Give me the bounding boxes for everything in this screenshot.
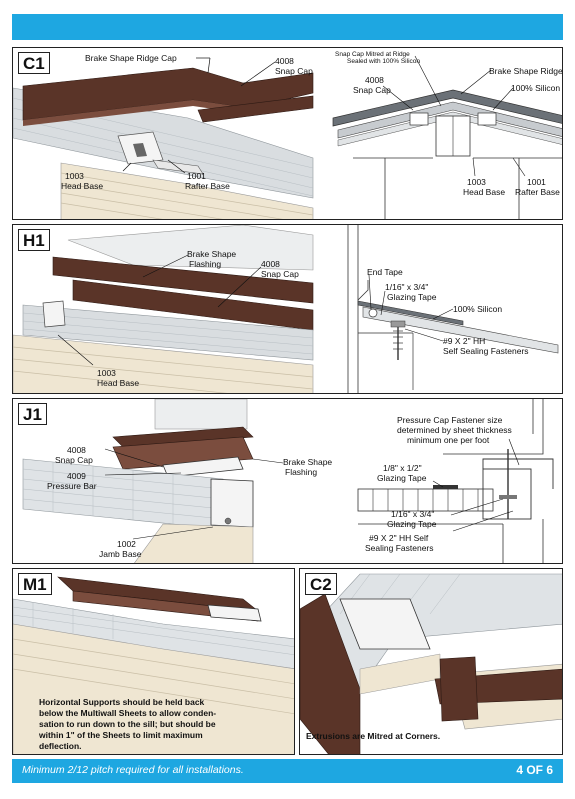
rafter-base-label: Rafter Base: [185, 181, 230, 191]
jamb-base: [210, 478, 254, 528]
m1-note: Horizontal Supports should be held back …: [39, 697, 239, 752]
tape-half-label: Glazing Tape: [377, 473, 427, 483]
footer-note: Minimum 2/12 pitch required for all inst…: [22, 764, 244, 776]
top-accent-bar: [12, 14, 563, 40]
jamb-base-code: 1002: [117, 539, 136, 549]
snap-cap-code: 4008: [275, 56, 294, 66]
panel-h1: H1: [12, 224, 563, 394]
panel-tag: C2: [305, 573, 337, 595]
c2-note: Extrusions are Mitred at Corners.: [306, 731, 441, 741]
m1-note-line1: Horizontal Supports should be held back: [39, 697, 205, 707]
siding-wall: [60, 162, 314, 219]
multiwall-sheet: [13, 598, 294, 670]
panel-c2: C2 Extrusions are Mitred at Corners.: [299, 568, 563, 755]
multiwall-sheet: [22, 304, 314, 361]
head-section-detail: [347, 225, 559, 393]
m1-note-line3: sation to run down to the sill; but shou…: [39, 719, 216, 729]
ridge-cap-label: Brake Shape Ridge Cap: [85, 53, 177, 63]
ridge-section-detail: [332, 89, 562, 219]
snap-cap-label: Snap Cap: [275, 66, 313, 76]
head-base-label: Head Base: [61, 181, 104, 191]
detail-ridge-cap-label: Brake Shape Ridge Cap: [489, 66, 563, 76]
detail-rafter-base-code: 1001: [527, 177, 546, 187]
pressure-bar-code: 4009: [67, 471, 86, 481]
end-tape-label: End Tape: [367, 267, 403, 277]
fastener-label: Self Sealing Fasteners: [443, 346, 529, 356]
detail-head-base-label: Head Base: [463, 187, 506, 197]
wall-board: [154, 399, 248, 430]
panel-c1: C1: [12, 47, 563, 220]
detail-rafter-base-label: Rafter Base: [515, 187, 560, 197]
m1-note-line2: below the Multiwall Sheets to allow cond…: [39, 708, 217, 718]
wall-board: [67, 225, 314, 271]
panel-tag: M1: [18, 573, 52, 595]
jamb-base-label: Jamb Base: [99, 549, 142, 559]
detail-snap-cap-label: Snap Cap: [353, 85, 391, 95]
page-number: 4 OF 6: [516, 763, 553, 777]
jamb-section-detail: [357, 399, 554, 563]
panel-m1: M1 Horizontal Supports should be held ba…: [12, 568, 295, 755]
head-base-label: Head Base: [97, 378, 140, 388]
horizontal-support: [13, 623, 294, 754]
snap-cap: [162, 456, 244, 478]
fastener-size: #9 X 2" HH: [443, 336, 486, 346]
head-base-code: 1003: [65, 171, 84, 181]
tape-three-label: Glazing Tape: [387, 519, 437, 529]
corner-illustration: [300, 573, 562, 754]
jamb-illustration: [22, 399, 554, 563]
head-flashing-illustration: [13, 225, 559, 393]
fastener-size: #9 X 2" HH Self: [369, 533, 429, 543]
rafter-base-code: 1001: [187, 171, 206, 181]
fastener-label: Sealing Fasteners: [365, 543, 434, 553]
siding-wall: [134, 523, 254, 563]
panel-tag: H1: [18, 229, 50, 251]
detail-head-base-code: 1003: [467, 177, 486, 187]
flashing-label-line2: Flashing: [189, 259, 222, 269]
mitre-note-line1: Snap Cap Mitred at Ridge: [335, 51, 410, 58]
silicon-label: 100% Silicon: [453, 304, 503, 314]
flashing-label-line1: Brake Shape: [187, 249, 237, 259]
m1-note-line5: deflection.: [39, 741, 82, 751]
silicon-label: 100% Silicon: [511, 83, 561, 93]
panel-j1: J1: [12, 398, 563, 564]
detail-snap-cap-code: 4008: [365, 75, 384, 85]
tape-half-size: 1/8" x 1/2": [383, 463, 422, 473]
head-base: [42, 300, 66, 328]
panel-tag: J1: [18, 403, 47, 425]
snap-cap-code: 4008: [261, 259, 280, 269]
pressure-bar-label: Pressure Bar: [47, 481, 97, 491]
flashing-label-line1: Brake Shape: [283, 457, 333, 467]
glazing-tape-size: 1/16" x 3/4": [385, 282, 429, 292]
mitre-note-line2: Sealed with 100% Silicon: [347, 58, 420, 65]
mullion-illustration: [13, 576, 294, 754]
snap-cap-code: 4008: [67, 445, 86, 455]
pressure-note-line2: determined by sheet thickness: [397, 425, 512, 435]
snap-cap-label: Snap Cap: [55, 455, 93, 465]
snap-cap: [197, 95, 314, 123]
m1-note-line4: within 1" of the Sheets to limit maximum: [39, 730, 203, 740]
panel-tag: C1: [18, 52, 50, 74]
snap-cap-label: Snap Cap: [261, 269, 299, 279]
rafter-base: [152, 159, 204, 175]
brake-shape-flashing: [52, 256, 314, 304]
tape-three-size: 1/16" x 3/4": [391, 509, 435, 519]
corner-profile: [339, 598, 431, 650]
glazing-tape-label: Glazing Tape: [387, 292, 437, 302]
pressure-note-line1: Pressure Cap Fastener size: [397, 415, 503, 425]
head-base-code: 1003: [97, 368, 116, 378]
pressure-note-line3: minimum one per foot: [407, 435, 490, 445]
flashing-label-line2: Flashing: [285, 467, 318, 477]
ridge-cap-illustration: [13, 55, 562, 219]
brake-shape-flashing: [112, 426, 254, 448]
pressure-bar-profile: [207, 604, 262, 622]
footer-bar: [12, 759, 563, 783]
